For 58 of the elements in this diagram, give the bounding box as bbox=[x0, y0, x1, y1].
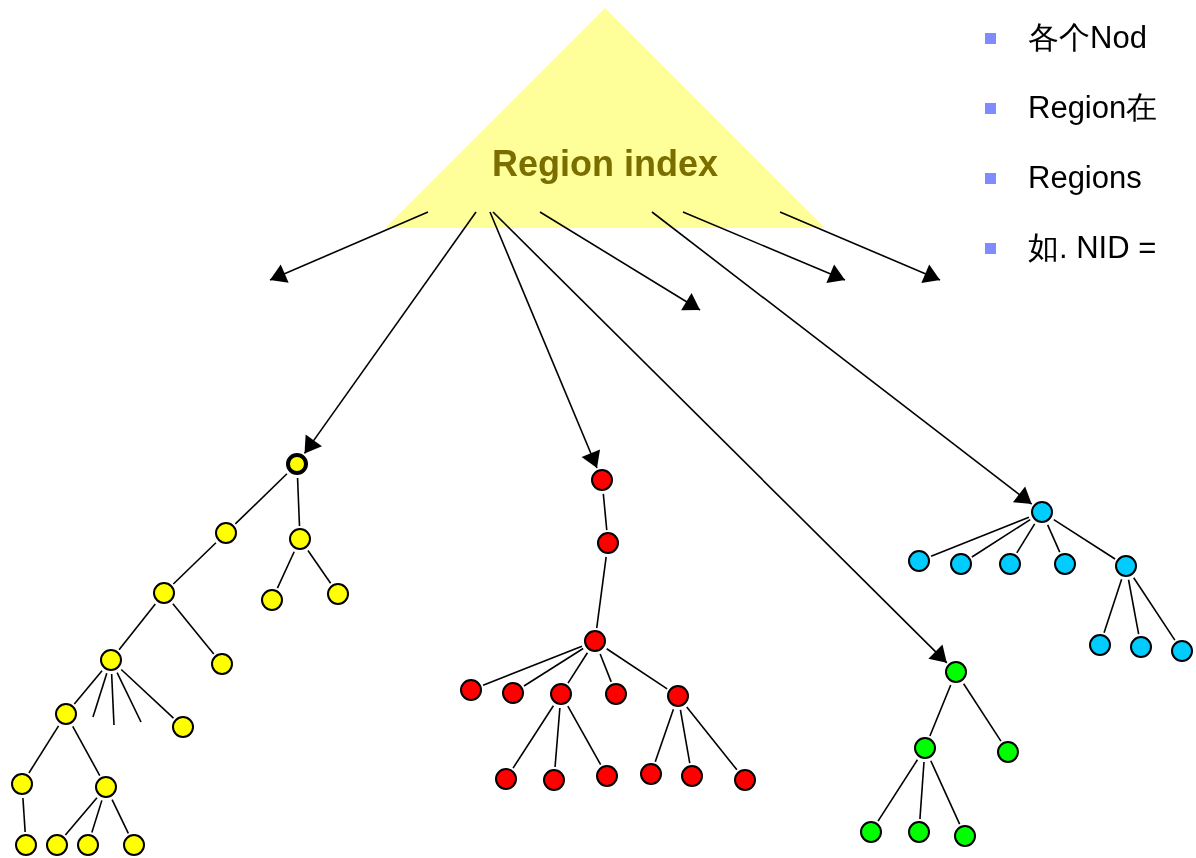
connector-line bbox=[1016, 523, 1036, 554]
connector-line bbox=[172, 541, 217, 585]
connector-line bbox=[929, 684, 952, 737]
connector-line bbox=[73, 669, 103, 705]
arrow bbox=[682, 211, 846, 284]
connector-line bbox=[567, 705, 602, 766]
arrow bbox=[539, 211, 701, 311]
arrow bbox=[651, 211, 1033, 505]
connector-line bbox=[116, 671, 142, 723]
connector-line bbox=[118, 603, 157, 651]
index-triangle bbox=[385, 8, 825, 228]
connector-line bbox=[172, 603, 215, 655]
connector-line bbox=[554, 707, 561, 768]
triangle-label: Region index bbox=[492, 146, 718, 182]
connector-line bbox=[605, 647, 668, 690]
bullet-text: Region在 bbox=[1028, 89, 1158, 127]
arrow bbox=[779, 211, 941, 283]
connector-line bbox=[234, 472, 288, 525]
connector-line bbox=[930, 516, 1030, 557]
connector-line bbox=[685, 706, 738, 771]
connector-line bbox=[930, 759, 961, 825]
connector-line bbox=[1127, 578, 1140, 635]
connector-line bbox=[482, 645, 583, 686]
arrow bbox=[492, 211, 948, 664]
connector-line bbox=[110, 673, 115, 726]
connector-line bbox=[919, 761, 925, 820]
connector-line bbox=[877, 759, 919, 822]
bullet-text: Regions bbox=[1028, 159, 1142, 197]
connector-line bbox=[1103, 578, 1123, 634]
connector-line bbox=[1132, 576, 1176, 641]
bullet-text: 各个Nod bbox=[1028, 19, 1147, 57]
connector-line bbox=[599, 653, 612, 683]
connector-line bbox=[111, 798, 130, 835]
connector-line bbox=[28, 725, 60, 774]
connector-line bbox=[276, 550, 295, 589]
connector-line bbox=[71, 725, 101, 777]
connector-line bbox=[971, 518, 1031, 558]
connector-line bbox=[307, 549, 332, 585]
connector-line bbox=[595, 556, 607, 629]
connector-line bbox=[92, 672, 108, 718]
connector-line bbox=[679, 709, 691, 764]
connector-line bbox=[512, 704, 555, 769]
connector-line bbox=[962, 682, 1002, 742]
connector-line bbox=[296, 477, 301, 527]
connector-line bbox=[523, 647, 584, 687]
arrow bbox=[269, 211, 429, 283]
arrow bbox=[489, 211, 601, 469]
connector-line bbox=[64, 796, 98, 836]
connector-line bbox=[91, 799, 103, 834]
connector-line bbox=[1046, 524, 1061, 553]
connector-line bbox=[567, 652, 589, 684]
connector-line bbox=[602, 493, 608, 531]
arrow bbox=[303, 211, 477, 455]
connector-line bbox=[22, 797, 26, 833]
bullet-text: 如. NID = bbox=[1028, 229, 1157, 267]
connector-line bbox=[1053, 518, 1116, 560]
connector-line bbox=[654, 708, 675, 763]
connector-line bbox=[120, 668, 175, 719]
